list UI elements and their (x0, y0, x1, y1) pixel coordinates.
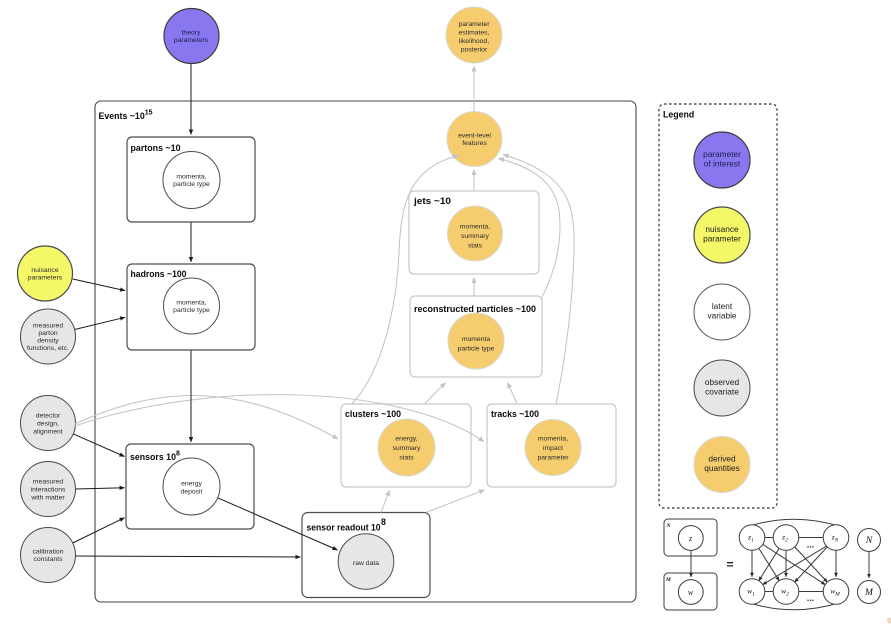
svg-text:density: density (37, 338, 59, 345)
svg-text:zN: zN (831, 533, 839, 544)
svg-text:=: = (727, 558, 734, 572)
svg-text:...: ... (807, 540, 815, 550)
svg-text:M: M (864, 588, 874, 598)
svg-text:event-level: event-level (458, 132, 491, 139)
svg-text:energy: energy (181, 480, 202, 487)
svg-text:z1: z1 (747, 533, 754, 544)
svg-text:Events ~1015: Events ~1015 (99, 110, 153, 122)
svg-text:raw data: raw data (353, 560, 379, 567)
svg-text:particle type: particle type (458, 346, 495, 353)
svg-text:partons ~10: partons ~10 (131, 143, 181, 153)
svg-text:measured: measured (33, 323, 63, 330)
svg-text:with matter: with matter (30, 494, 65, 501)
svg-text:particle type: particle type (173, 181, 210, 188)
svg-text:variable: variable (707, 311, 736, 321)
svg-text:z2: z2 (781, 533, 788, 544)
svg-text:momenta,: momenta, (176, 299, 206, 306)
svg-text:momenta,: momenta, (176, 173, 206, 180)
svg-text:clusters ~100: clusters ~100 (345, 409, 401, 419)
svg-text:observed: observed (705, 377, 740, 387)
svg-text:wM: wM (830, 587, 840, 598)
svg-text:8: 8 (381, 517, 386, 527)
svg-text:energy,: energy, (395, 436, 417, 443)
svg-text:constants: constants (33, 556, 63, 563)
svg-text:alignment: alignment (33, 428, 63, 435)
svg-text:quantities: quantities (704, 463, 740, 473)
svg-text:parameter: parameter (538, 455, 570, 462)
svg-text:N: N (865, 536, 873, 546)
svg-text:deposit: deposit (181, 489, 203, 496)
svg-text:w1: w1 (747, 587, 755, 598)
svg-text:parameter: parameter (703, 234, 741, 244)
svg-text:hadrons ~100: hadrons ~100 (131, 269, 187, 279)
svg-text:stats: stats (399, 455, 414, 462)
svg-text:theory: theory (182, 29, 201, 36)
svg-text:design,: design, (37, 420, 59, 427)
svg-text:derived: derived (708, 454, 736, 464)
svg-text:posterior: posterior (461, 47, 488, 54)
svg-text:stats: stats (468, 243, 483, 250)
svg-text:estimates,: estimates, (459, 30, 490, 37)
svg-text:w2: w2 (781, 587, 789, 598)
svg-text:Legend: Legend (663, 110, 694, 120)
svg-text:parameters: parameters (28, 275, 63, 282)
svg-text:parton: parton (38, 330, 57, 337)
svg-text:summary: summary (393, 445, 422, 452)
svg-text:nuisance: nuisance (705, 224, 739, 234)
svg-text:nuisance: nuisance (31, 267, 58, 274)
svg-text:latent: latent (712, 301, 733, 311)
svg-text:sensor readout 10: sensor readout 10 (307, 523, 381, 533)
svg-text:momenta,: momenta, (538, 436, 568, 443)
svg-text:...: ... (807, 593, 815, 603)
svg-text:momenta,: momenta, (460, 224, 490, 231)
svg-text:summary: summary (461, 233, 490, 240)
svg-text:reconstructed particles ~100: reconstructed particles ~100 (414, 304, 536, 314)
svg-text:detector: detector (36, 412, 61, 419)
svg-text:likelihood,: likelihood, (459, 38, 489, 45)
svg-text:N: N (666, 523, 672, 529)
svg-text:impact: impact (543, 445, 563, 452)
svg-text:jets ~10: jets ~10 (413, 196, 451, 206)
svg-text:calibration: calibration (33, 548, 64, 555)
svg-text:covariate: covariate (705, 387, 739, 397)
svg-text:tracks ~100: tracks ~100 (491, 409, 539, 419)
svg-text:particle type: particle type (173, 307, 210, 314)
svg-text:M: M (665, 577, 672, 583)
svg-text:features: features (462, 140, 487, 147)
svg-text:parameter: parameter (459, 21, 491, 28)
svg-text:parameter: parameter (703, 149, 741, 159)
svg-text:w: w (688, 588, 694, 597)
svg-text:momenta: momenta (462, 336, 491, 343)
svg-text:interactions: interactions (31, 486, 66, 493)
svg-text:functions, etc.: functions, etc. (27, 345, 69, 352)
svg-text:sensors 108: sensors 108 (130, 451, 180, 463)
svg-text:measured: measured (33, 478, 63, 485)
svg-text:parameters: parameters (174, 37, 209, 44)
svg-text:of interest: of interest (704, 159, 741, 169)
svg-text:z: z (688, 534, 693, 543)
